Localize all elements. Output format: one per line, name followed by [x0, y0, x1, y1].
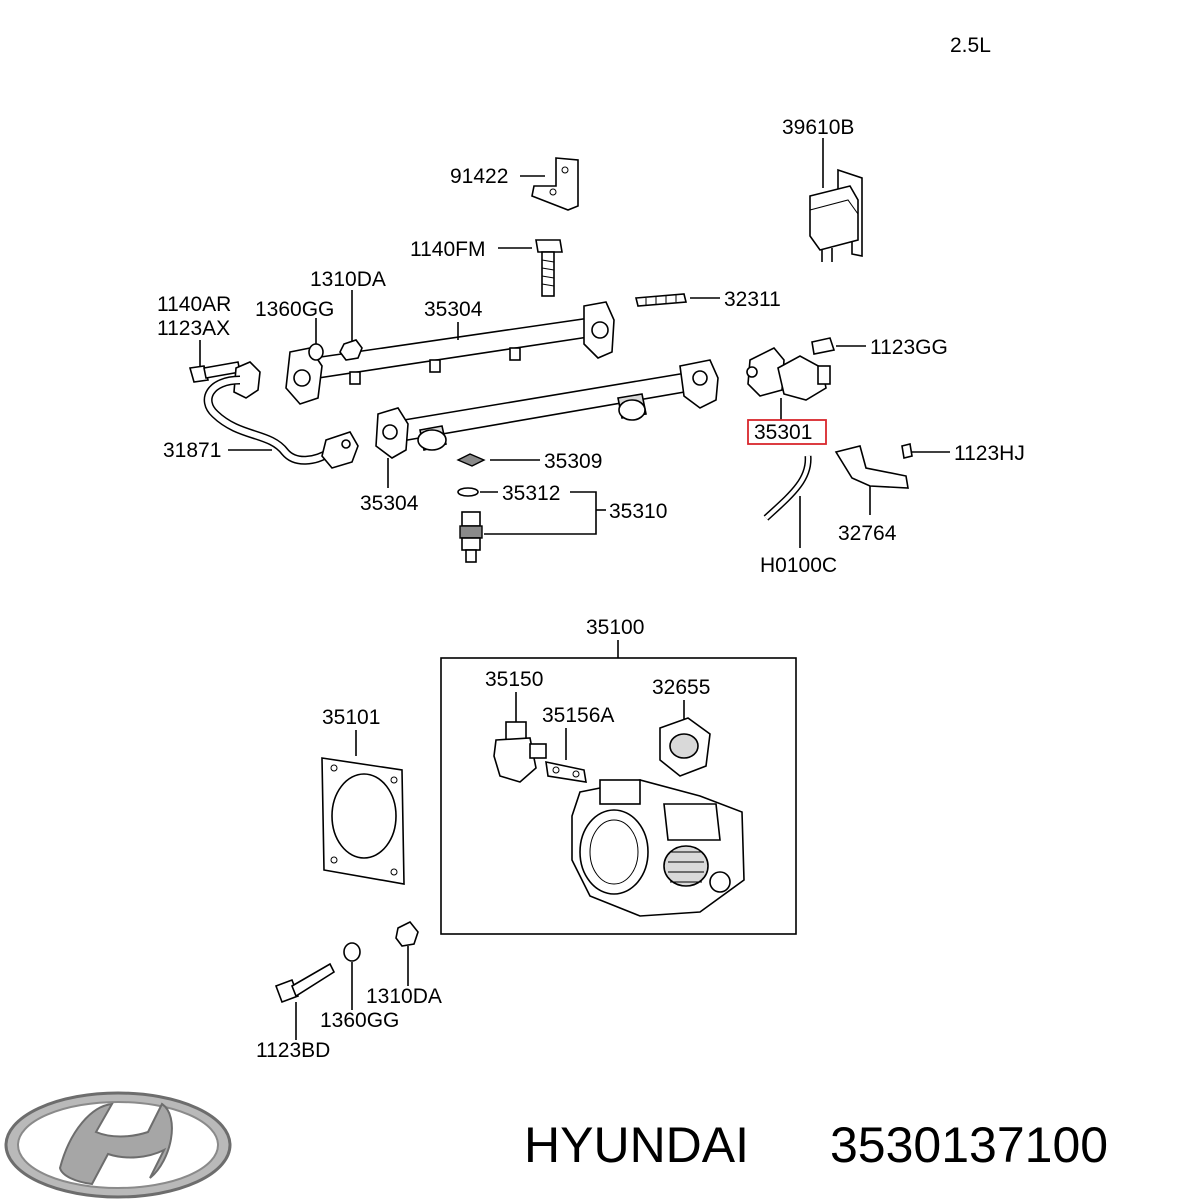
- oring-35312-part: [457, 487, 498, 497]
- assembly-box-35100: [440, 657, 797, 935]
- stud-32311-part: [634, 293, 720, 307]
- label-1123AX: 1123AX: [157, 317, 230, 340]
- washer-1360GG-top: [308, 318, 324, 361]
- label-31871: 31871: [163, 439, 221, 462]
- bolt-1140FM-part: [498, 239, 563, 297]
- label-1140FM: 1140FM: [410, 238, 485, 261]
- label-91422: 91422: [450, 165, 508, 188]
- label-1310DA-bottom: 1310DA: [366, 985, 442, 1008]
- throttle-body-part: [571, 779, 745, 917]
- bracket-91422-part: [520, 157, 579, 211]
- label-1360GG-bottom: 1360GG: [320, 1009, 399, 1032]
- brand-name: HYUNDAI: [524, 1117, 749, 1173]
- engine-label: 2.5L: [950, 34, 991, 57]
- label-32311: 32311: [724, 288, 781, 311]
- gasket-35156A-part: [545, 760, 587, 783]
- label-1360GG-top: 1360GG: [255, 298, 334, 321]
- label-35150: 35150: [485, 668, 543, 691]
- bolt-1140AR-part: [188, 340, 241, 383]
- screw-1123HJ-part: [901, 443, 950, 459]
- nut-1310DA-top: [339, 290, 363, 361]
- injector-35310-part: [459, 491, 606, 563]
- label-32655: 32655: [652, 676, 710, 699]
- label-1140AR: 1140AR: [157, 293, 231, 316]
- fuel-pipe-31871-part: [203, 361, 359, 469]
- fuel-rail-top-part: [285, 301, 615, 405]
- label-35309: 35309: [544, 450, 602, 473]
- bolt-1123BD-part: [274, 962, 336, 1040]
- relay-part: [809, 138, 863, 262]
- label-35310: 35310: [609, 500, 667, 523]
- bracket-32764-part: [834, 445, 909, 515]
- sensor-32655-part: [659, 717, 711, 777]
- nut-1310DA-bottom: [395, 920, 419, 986]
- label-39610B: 39610B: [782, 116, 854, 139]
- gasket-35101-part: [321, 757, 405, 885]
- label-35304-top: 35304: [424, 298, 483, 321]
- hyundai-logo: [4, 1091, 232, 1199]
- clip-35309-part: [456, 453, 540, 467]
- washer-1360GG-bottom: [343, 942, 361, 1010]
- label-35100: 35100: [586, 616, 644, 639]
- screw-1123GG-part: [811, 337, 866, 355]
- label-32764: 32764: [838, 522, 897, 545]
- label-1123GG: 1123GG: [870, 336, 948, 359]
- label-35304-bottom: 35304: [360, 492, 419, 515]
- part-number: 3530137100: [830, 1117, 1108, 1173]
- idle-valve-35150-part: [493, 721, 547, 783]
- highlight-box-35301: [747, 419, 827, 445]
- label-35101: 35101: [322, 706, 380, 729]
- hose-H0100C-part: [763, 455, 812, 548]
- label-35301[interactable]: 35301: [754, 421, 812, 444]
- label-H0100C: H0100C: [760, 554, 837, 577]
- label-1123BD: 1123BD: [256, 1039, 330, 1062]
- label-1310DA-top: 1310DA: [310, 268, 386, 291]
- label-1123HJ: 1123HJ: [954, 442, 1025, 465]
- fuel-rail-bottom-part: [375, 359, 719, 459]
- label-35312: 35312: [502, 482, 560, 505]
- pressure-regulator-35301-part: [746, 347, 831, 420]
- label-35156A: 35156A: [542, 704, 614, 727]
